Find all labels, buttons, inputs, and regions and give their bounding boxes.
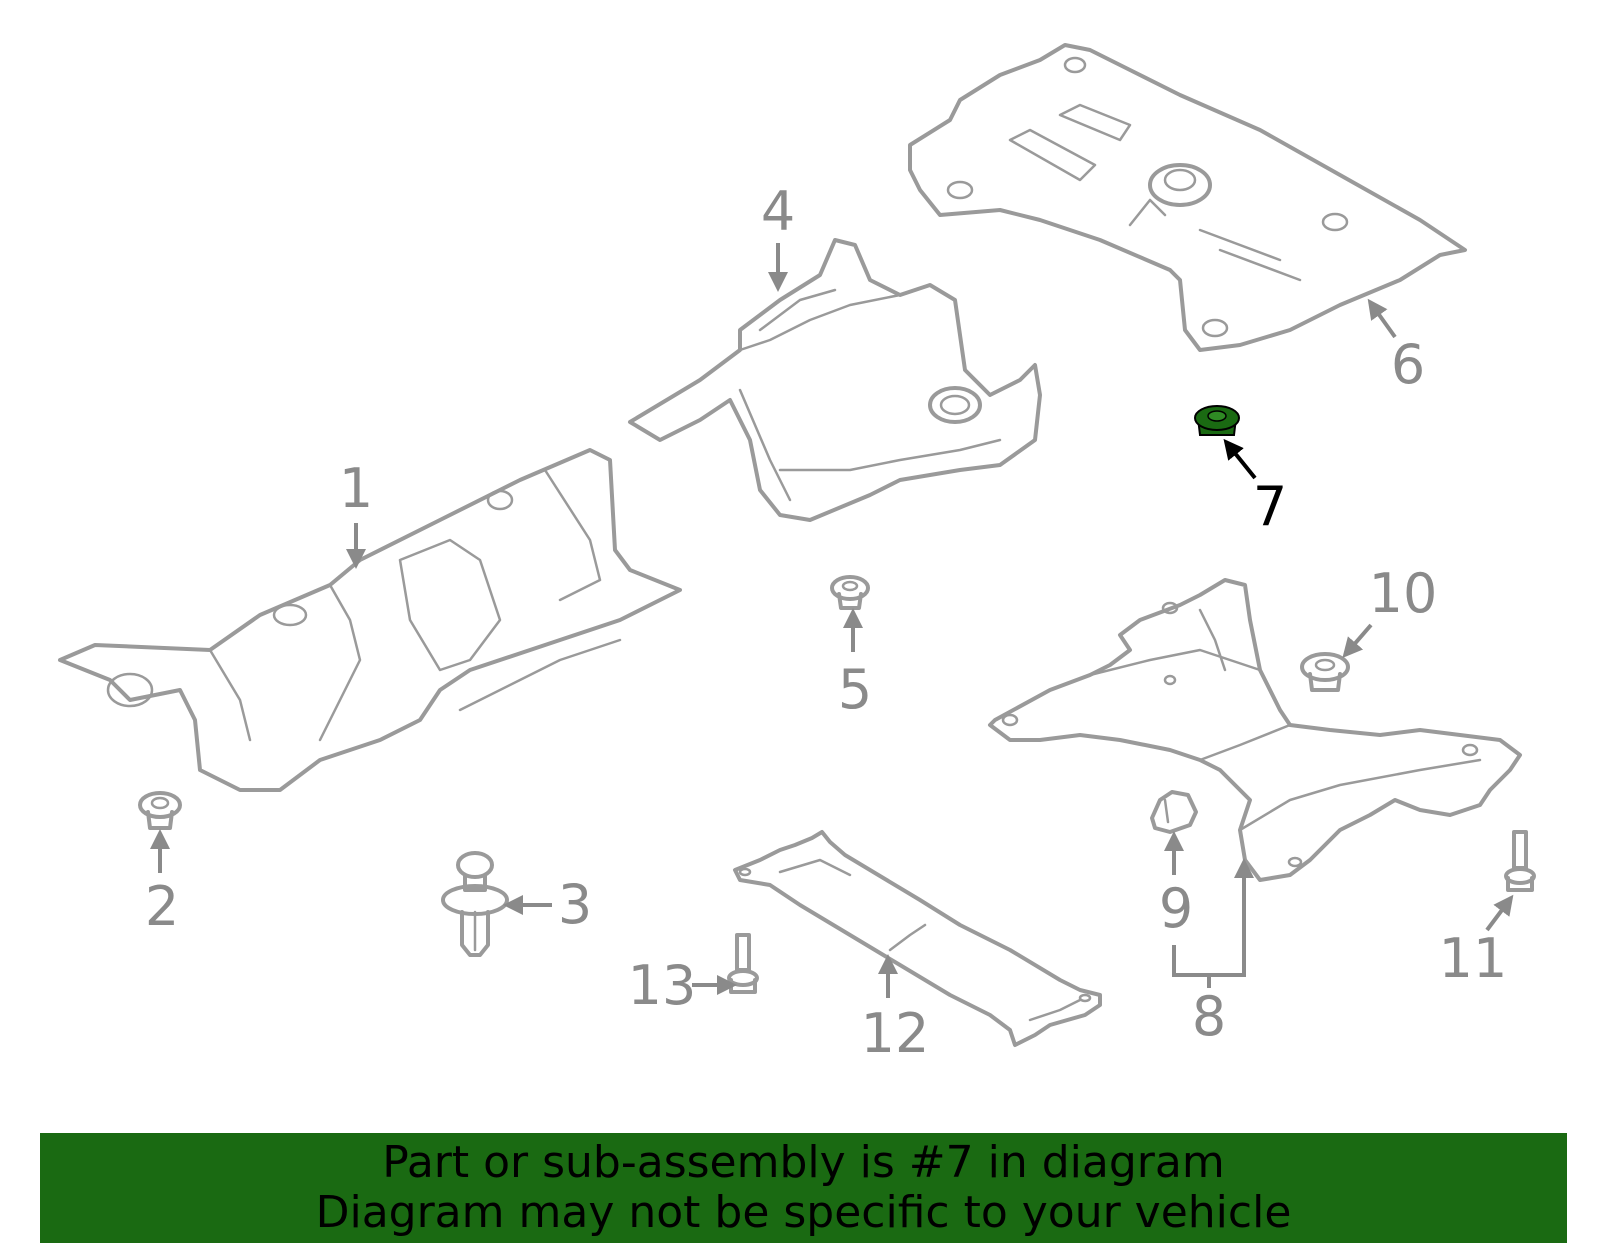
banner-vehicle-disclaimer: Diagram may not be specific to your vehi…: [315, 1187, 1292, 1238]
part-8-crossmember: [988, 578, 1522, 882]
callout-labels: 1 2 3 4 5 6 7 8 9 10 11 12 13: [145, 180, 1508, 1065]
leader-lines: [150, 243, 1514, 998]
part-4-heat-shield: [628, 238, 1042, 522]
leader-6: [1367, 298, 1397, 339]
callout-8: 8: [1192, 985, 1226, 1048]
part-2-nut: [138, 791, 182, 830]
banner-part-note: Part or sub-assembly is #7 in diagram: [382, 1137, 1225, 1188]
part-11-bolt: [1504, 830, 1536, 892]
callout-6: 6: [1391, 333, 1425, 396]
callout-1: 1: [339, 457, 373, 520]
part-7-nut-highlighted: [1194, 405, 1240, 436]
callout-9: 9: [1159, 877, 1193, 940]
callout-7: 7: [1253, 475, 1287, 538]
callout-2: 2: [145, 875, 179, 938]
callout-10: 10: [1369, 562, 1438, 625]
part-6-heat-shield: [908, 43, 1467, 352]
info-banner: Part or sub-assembly is #7 in diagram Di…: [40, 1133, 1567, 1243]
part-1-heat-shield: [58, 448, 682, 792]
leader-11: [1485, 894, 1514, 932]
part-5-nut: [830, 575, 870, 610]
callout-11: 11: [1439, 927, 1508, 990]
part-9-bump-stop: [1150, 790, 1198, 834]
part-10-nut: [1300, 652, 1350, 692]
leader-7: [1223, 438, 1257, 480]
part-3-push-clip: [441, 851, 509, 957]
callout-13: 13: [628, 954, 697, 1017]
callout-5: 5: [838, 658, 872, 721]
callout-4: 4: [761, 180, 795, 243]
callout-12: 12: [861, 1002, 930, 1065]
leader-10: [1342, 623, 1373, 659]
callout-3: 3: [558, 873, 592, 936]
part-13-bolt: [727, 933, 759, 994]
